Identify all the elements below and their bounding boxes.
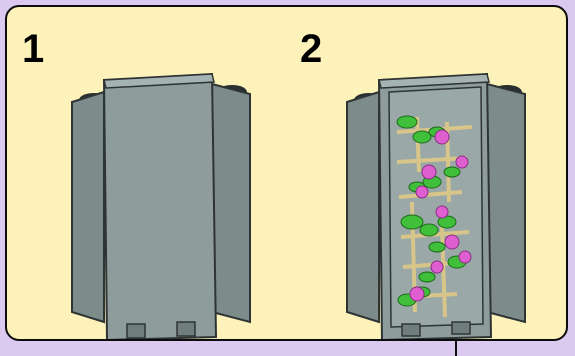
left-side-panel (71, 90, 105, 324)
step-number-1: 1 (22, 27, 45, 71)
right-side-panel (211, 82, 251, 324)
panel-top-edge (103, 73, 215, 89)
left-side-panel (346, 90, 380, 324)
flowers (409, 129, 472, 302)
panel-face (102, 72, 218, 339)
step-number-2: 2 (300, 27, 323, 71)
instruction-card: 1 2 (5, 5, 568, 341)
bottom-notch-right (451, 321, 471, 335)
bottom-notch-right (176, 321, 196, 337)
bottom-notch-left (401, 323, 421, 337)
flower-vine-panel-brick (346, 72, 526, 339)
right-side-panel (486, 82, 526, 324)
panel-top-edge (378, 73, 490, 89)
plain-panel-brick (71, 72, 251, 339)
page-edge-marker (455, 341, 457, 356)
bottom-notch-left (126, 323, 146, 339)
